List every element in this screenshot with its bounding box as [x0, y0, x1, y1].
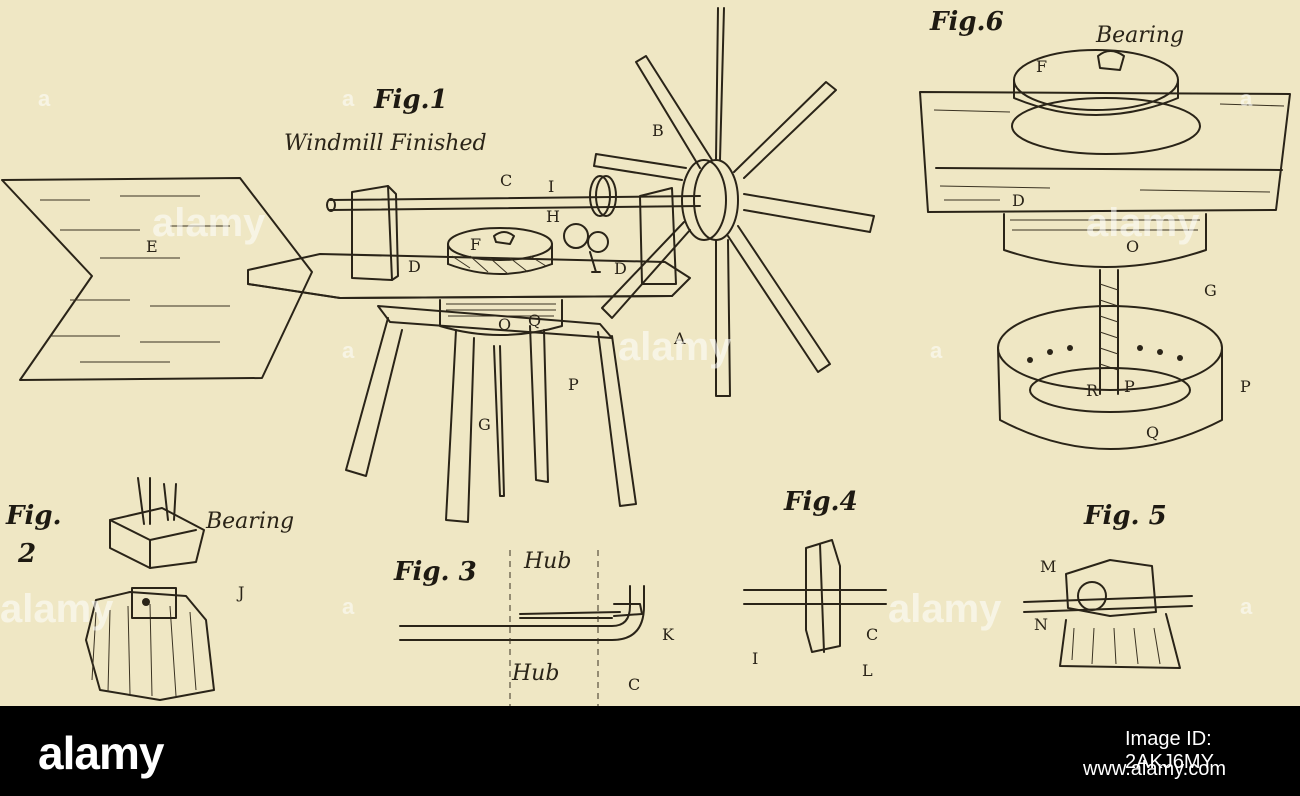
site-url[interactable]: www.alamy.com: [1083, 758, 1226, 780]
fig6-caption: Bearing: [1095, 23, 1184, 48]
watermark-letter: a: [1240, 594, 1253, 619]
fig5-bearing: [1023, 559, 1193, 669]
label-K: K: [662, 625, 675, 644]
fig4-title: Fig.4: [783, 487, 858, 517]
label-G: G: [478, 415, 491, 434]
tail-vane: [1, 177, 313, 381]
windmill-stand: [345, 305, 637, 523]
watermark-text: alamy: [1086, 201, 1200, 245]
label-R: R: [1086, 381, 1099, 400]
label-I-fig4: I: [752, 649, 758, 668]
watermark-letter: a: [342, 86, 355, 111]
fig5-title: Fig. 5: [1083, 501, 1167, 531]
illustration-plate: Fig.1 Windmill Finished Fig. 2 Bearing F…: [0, 0, 1300, 706]
fig1-title: Fig.1: [373, 85, 448, 115]
wind-wheel: [593, 7, 875, 397]
watermark-letter: a: [930, 338, 943, 363]
brand-logo[interactable]: alamy: [38, 727, 164, 779]
label-P-fig6-inner: P: [1124, 377, 1135, 396]
label-P-fig6-outer: P: [1240, 377, 1251, 396]
label-O: O: [498, 315, 511, 334]
label-M: M: [1040, 557, 1056, 576]
label-H: H: [546, 207, 560, 226]
label-F-fig6: F: [1036, 57, 1047, 76]
fig3-hub-top: Hub: [523, 549, 571, 574]
label-D-fig6: D: [1012, 191, 1025, 210]
fig3-title: Fig. 3: [393, 557, 477, 587]
label-A: A: [673, 329, 686, 348]
watermark-letter: a: [38, 86, 51, 111]
watermark-text: alamy: [152, 201, 266, 245]
fig2-caption: Bearing: [205, 509, 294, 534]
label-C: C: [500, 171, 512, 190]
footer-bar: alamy Image ID: 2AKJ6MY www.alamy.com: [0, 706, 1300, 796]
fig2-title: Fig.: [5, 501, 62, 531]
watermark-text: alamy: [888, 587, 1002, 631]
fig6-title: Fig.6: [929, 7, 1004, 37]
windmill-diagram: Fig.1 Windmill Finished Fig. 2 Bearing F…: [0, 7, 1291, 706]
fig6-bearing: [919, 49, 1291, 450]
label-G-fig6: G: [1204, 281, 1217, 300]
label-I: I: [548, 177, 554, 196]
label-O-fig6: O: [1126, 237, 1139, 256]
fig2-number: 2: [17, 539, 36, 569]
watermark-letter: a: [342, 594, 355, 619]
label-P: P: [568, 375, 579, 394]
windmill-platform: [247, 175, 701, 336]
label-L: L: [862, 661, 873, 680]
watermark-letter: a: [342, 338, 355, 363]
label-F: F: [470, 235, 481, 254]
fig1-caption: Windmill Finished: [284, 131, 487, 156]
label-D-left: D: [408, 257, 421, 276]
image-id: Image ID: 2AKJ6MY: [1125, 728, 1214, 773]
fig3-crank: [399, 550, 645, 706]
label-C-fig4: C: [866, 625, 878, 644]
label-Q-fig6: Q: [1146, 423, 1159, 442]
label-B: B: [652, 121, 664, 140]
label-Q: Q: [528, 311, 541, 330]
fig4-pulley: [743, 539, 887, 653]
label-E: E: [146, 237, 158, 256]
watermark-text: alamy: [0, 587, 114, 631]
fig2-bearing: [85, 477, 215, 701]
watermark-letter: a: [1240, 86, 1253, 111]
label-J: J: [236, 583, 244, 602]
label-N: N: [1034, 615, 1048, 634]
label-D-right: D: [614, 259, 627, 278]
watermark-text: alamy: [618, 325, 732, 369]
label-C-fig3: C: [628, 675, 640, 694]
fig3-hub-bottom: Hub: [511, 661, 559, 686]
